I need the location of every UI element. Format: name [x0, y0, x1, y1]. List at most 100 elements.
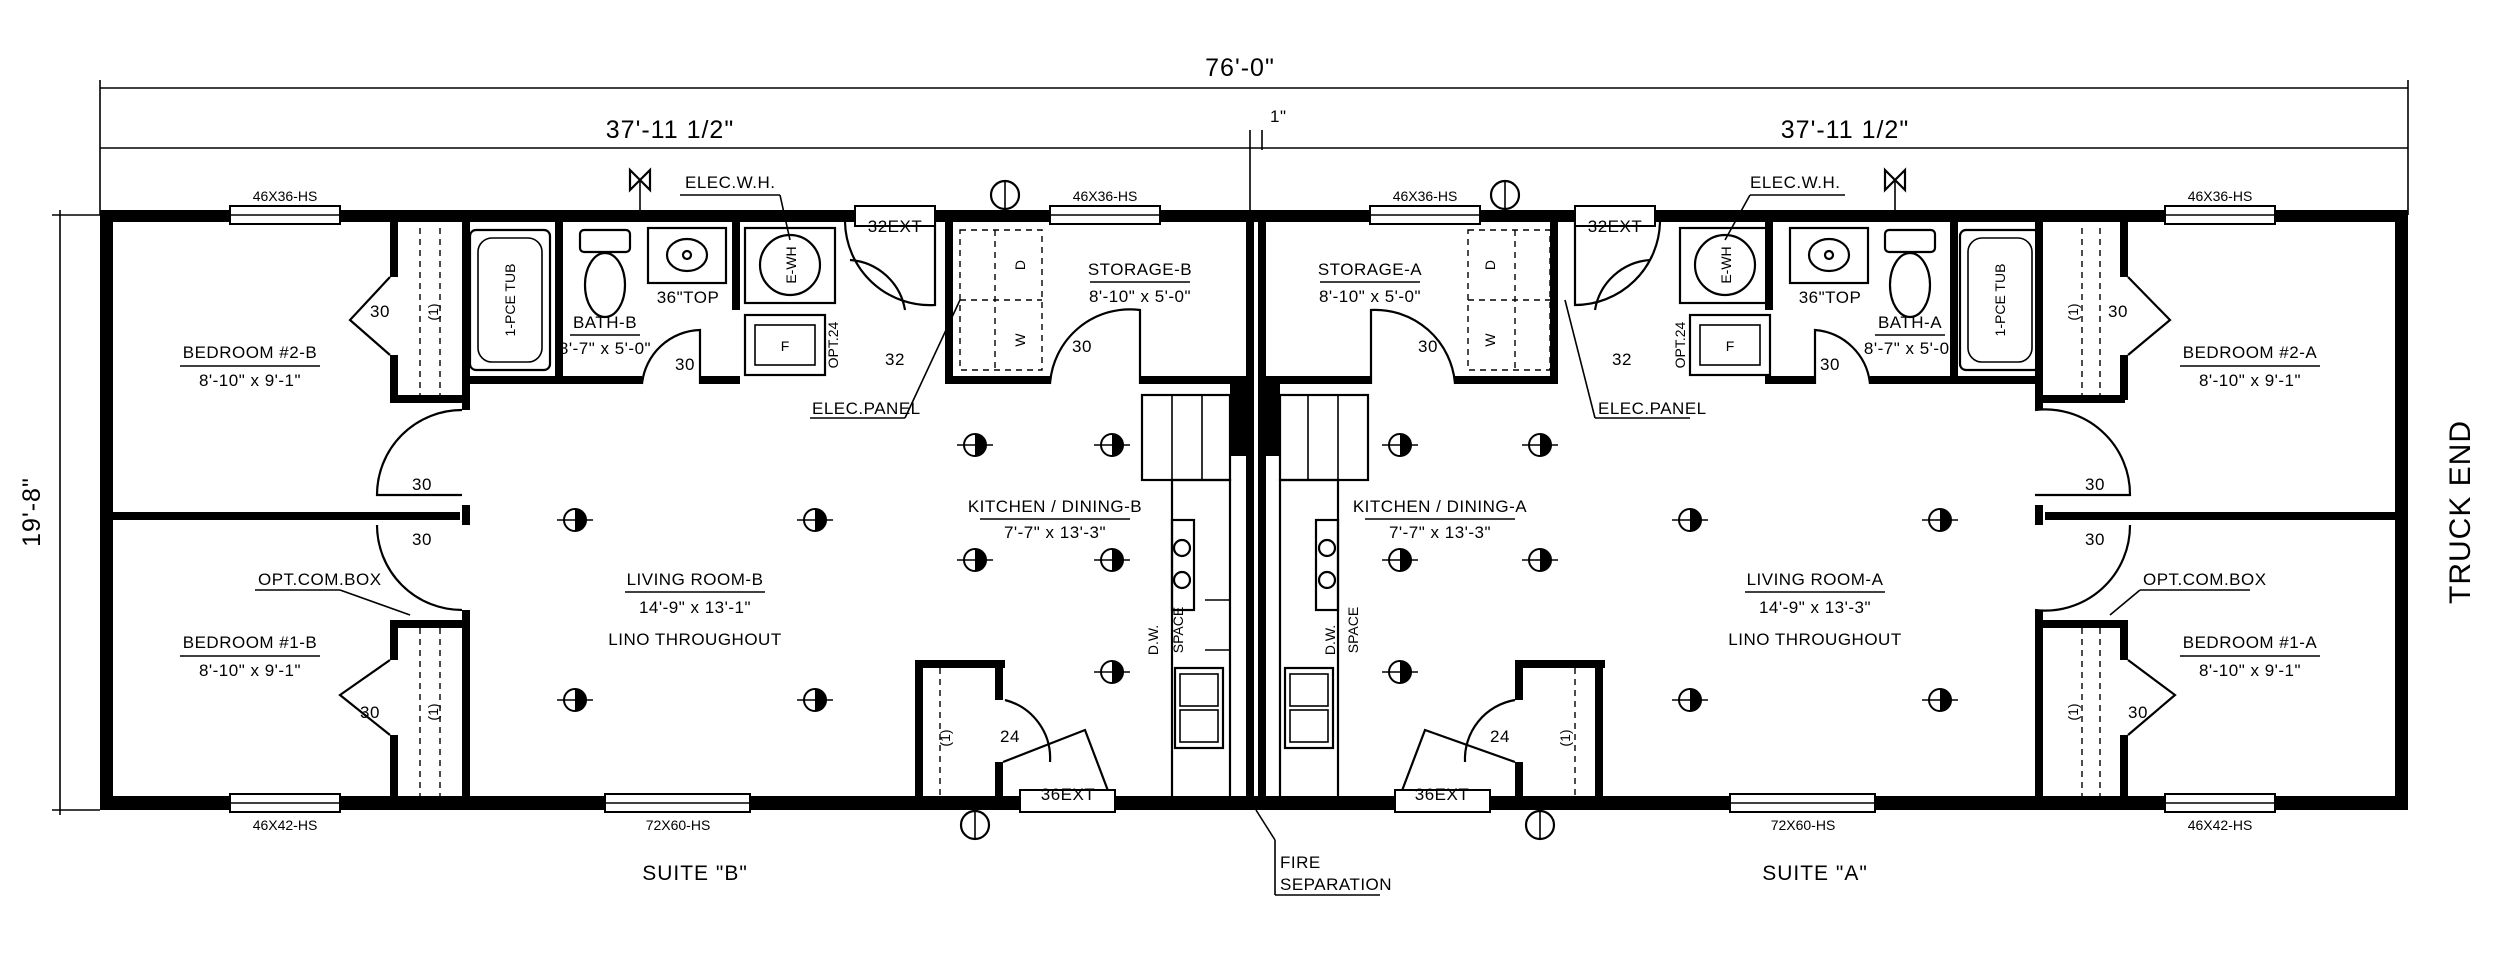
bedroom2-a-name: BEDROOM #2-A	[2183, 343, 2318, 362]
window-storage-a: 46X36-HS	[1393, 188, 1458, 204]
kitchen-b-counters	[1140, 393, 1232, 802]
kitchen-a-counters	[1278, 393, 1370, 802]
living-a-name: LIVING ROOM-A	[1747, 570, 1884, 589]
door-size: 24	[1000, 727, 1020, 746]
living-b-size: 14'-9" x 13'-1"	[639, 598, 751, 617]
closet-label: (1)	[2065, 303, 2081, 320]
living-b-note: LINO THROUGHOUT	[608, 630, 781, 649]
dryer-label: D	[1012, 260, 1028, 270]
living-a-note: LINO THROUGHOUT	[1728, 630, 1901, 649]
dw-space-label: SPACE	[1345, 607, 1361, 653]
door-size: 30	[412, 530, 432, 549]
fire-separation-callout	[1255, 809, 1380, 896]
overall-dimension: 76'-0"	[1205, 54, 1275, 82]
panel-callouts	[810, 299, 1690, 419]
wh-callout-label: ELEC.W.H.	[1750, 173, 1840, 192]
dimension-lines	[52, 80, 2409, 815]
com-box-label: OPT.COM.BOX	[258, 570, 382, 589]
bath-a-name: BATH-A	[1878, 313, 1942, 332]
storage-a-size: 8'-10" x 5'-0"	[1319, 287, 1421, 306]
water-heater-label: E-WH	[783, 246, 799, 283]
panel-label: ELEC.PANEL	[812, 399, 921, 418]
panel-label: ELEC.PANEL	[1598, 399, 1707, 418]
dw-label: D.W.	[1322, 625, 1338, 655]
door-size: 30	[360, 703, 380, 722]
dw-label: D.W.	[1145, 625, 1161, 655]
fire-separation-label-2: SEPARATION	[1280, 875, 1392, 894]
kitchen-b-size: 7'-7" x 13'-3"	[1004, 523, 1106, 542]
door-swings	[338, 221, 2177, 797]
living-b-name: LIVING ROOM-B	[627, 570, 764, 589]
door-size: 30	[2128, 703, 2148, 722]
suite-a-name: SUITE "A"	[1762, 862, 1868, 885]
half-dimension-a: 37'-11 1/2"	[1781, 116, 1909, 144]
closet-label: (1)	[425, 703, 441, 720]
kitchen-a-size: 7'-7" x 13'-3"	[1389, 523, 1491, 542]
window-living-b: 72X60-HS	[646, 817, 711, 833]
tub-label: 1-PCE TUB	[502, 264, 518, 337]
door-size: 30	[370, 302, 390, 321]
kitchen-b-name: KITCHEN / DINING-B	[968, 497, 1142, 516]
closets	[419, 228, 2101, 796]
kitchen-a-name: KITCHEN / DINING-A	[1353, 497, 1527, 516]
vanity-top-label: 36"TOP	[657, 288, 720, 307]
ext-door-b-bottom	[1019, 789, 1116, 813]
fire-separation-label-1: FIRE	[1280, 853, 1321, 872]
closet-label: (1)	[425, 303, 441, 320]
ext-door-label: 32EXT	[868, 217, 922, 236]
window-bed1-a: 46X42-HS	[2188, 817, 2253, 833]
storage-b-name: STORAGE-B	[1088, 260, 1192, 279]
closet-label: (1)	[1557, 729, 1573, 746]
door-size: 30	[675, 355, 695, 374]
exterior-walls	[100, 210, 2408, 810]
closet-label: (1)	[2065, 703, 2081, 720]
door-size: 24	[1490, 727, 1510, 746]
door-size: 32	[885, 350, 905, 369]
wh-callouts	[628, 167, 1907, 241]
bedroom1-b-name: BEDROOM #1-B	[183, 633, 317, 652]
dryer-label: D	[1482, 260, 1498, 270]
ext-door-label: 36EXT	[1041, 785, 1095, 804]
door-size: 30	[2085, 530, 2105, 549]
closet-label: (1)	[937, 729, 953, 746]
door-size: 32	[1612, 350, 1632, 369]
com-box-callouts	[255, 589, 2250, 616]
vanity-top-label: 36"TOP	[1799, 288, 1862, 307]
ext-door-a-bottom	[1394, 789, 1491, 813]
storage-a-name: STORAGE-A	[1318, 260, 1422, 279]
washer-label: W	[1482, 333, 1498, 347]
window-bed2-b: 46X36-HS	[253, 188, 318, 204]
water-heater-label: E-WH	[1718, 246, 1734, 283]
tub-label: 1-PCE TUB	[1992, 264, 2008, 337]
bedroom2-b-name: BEDROOM #2-B	[183, 343, 317, 362]
bath-a-size: 8'-7" x 5'-0"	[1864, 339, 1956, 358]
wh-callout-label: ELEC.W.H.	[685, 173, 775, 192]
bedroom1-a-name: BEDROOM #1-A	[2183, 633, 2318, 652]
door-size: 30	[1072, 337, 1092, 356]
window-storage-b: 46X36-HS	[1073, 188, 1138, 204]
ext-door-label: 36EXT	[1415, 785, 1469, 804]
door-size: 30	[2085, 475, 2105, 494]
bath-b-name: BATH-B	[573, 313, 637, 332]
truck-end-label: TRUCK END	[2444, 420, 2477, 604]
window-living-a: 72X60-HS	[1771, 817, 1836, 833]
ceiling-lights	[557, 433, 1958, 712]
ext-door-label: 32EXT	[1588, 217, 1642, 236]
opt-label: OPT.24	[1672, 321, 1688, 368]
ext-door-a-top	[1574, 205, 1656, 227]
door-size: 30	[1418, 337, 1438, 356]
opt-label: OPT.24	[825, 321, 841, 368]
com-box-label: OPT.COM.BOX	[2143, 570, 2267, 589]
living-a-size: 14'-9" x 13'-3"	[1759, 598, 1871, 617]
window-bed1-b: 46X42-HS	[253, 817, 318, 833]
gap-dimension: 1"	[1270, 107, 1287, 126]
bedroom1-a-size: 8'-10" x 9'-1"	[2199, 661, 2301, 680]
bath-fixtures	[468, 226, 2042, 377]
furnace-label: F	[1726, 338, 1735, 354]
half-dimension-b: 37'-11 1/2"	[606, 116, 734, 144]
dw-space-label: SPACE	[1170, 607, 1186, 653]
room-name-underlines	[180, 281, 2320, 657]
bedroom1-b-size: 8'-10" x 9'-1"	[199, 661, 301, 680]
ext-door-b-top	[854, 205, 936, 227]
